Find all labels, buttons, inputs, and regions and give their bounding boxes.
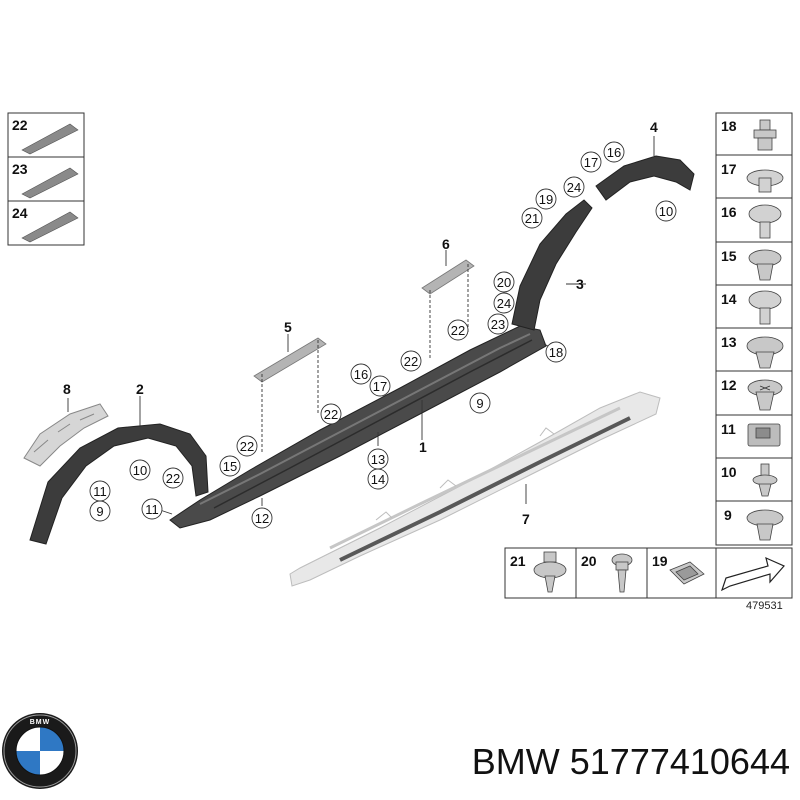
legend-left-24: 24 [12,205,28,221]
rivet-14-icon [748,290,782,325]
callout-21: 21 [525,211,539,226]
callout-18: 18 [549,345,563,360]
legend-right-18: 18 [721,118,737,134]
callout-11b: 11 [93,484,107,499]
legend-bottom-21: 21 [510,553,526,569]
legend-right-17: 17 [721,161,737,177]
callout-17b: 17 [584,155,598,170]
rivet-16-icon [748,204,782,239]
legend-right-14: 14 [721,291,737,307]
legend-right-10: 10 [721,464,737,480]
part-6-strip [421,259,475,295]
callout-22a: 22 [240,439,254,454]
part-1-side-sill [169,325,547,529]
rivet-15-icon [748,249,782,281]
callout-22d: 22 [451,323,465,338]
clip-18-icon [753,119,777,151]
circled-callout-text: 22 15 22 16 17 22 22 13 14 12 11 10 22 1… [93,145,673,526]
callout-12: 12 [255,511,269,526]
screw-12-icon [747,379,783,411]
legend-bottom-19: 19 [652,553,668,569]
callout-part-4: 4 [650,119,658,135]
callout-11a: 11 [145,502,159,517]
part-4-wheel-arch-upper [595,155,695,201]
legend-left-22: 22 [12,117,28,133]
legend-right: 18 17 16 15 14 13 12 11 10 9 [715,112,793,546]
callout-16a: 16 [354,367,368,382]
callout-22c: 22 [404,354,418,369]
callout-15: 15 [223,459,237,474]
legend-right-15: 15 [721,248,737,264]
screw-20-icon [611,553,633,593]
screw-21-icon [533,551,567,593]
callout-part-8: 8 [63,381,71,397]
callout-20: 20 [497,275,511,290]
diagram-code: 479531 [746,600,783,612]
callout-part-3: 3 [576,276,584,292]
callout-17a: 17 [373,379,387,394]
callout-13: 13 [371,452,385,467]
part-8-bracket [23,403,109,467]
clip-17-icon [746,169,784,193]
callout-9a: 9 [96,504,103,519]
callout-part-1: 1 [419,439,427,455]
caption: BMW 51777410644 [472,741,790,782]
callout-23: 23 [491,317,505,332]
callout-10a: 10 [133,463,147,478]
callout-part-2: 2 [136,381,144,397]
legend-left-23: 23 [12,161,28,177]
part-number-labels: 1 2 3 4 5 6 7 8 [63,119,658,527]
part-7-sill-cover [289,391,661,587]
legend-right-9: 9 [724,507,732,523]
callout-24b: 24 [567,180,581,195]
legend-right-16: 16 [721,204,737,220]
clip-19-icon [669,561,705,585]
circled-callouts [89,141,677,529]
legend-bottom: 21 20 19 479531 [504,547,793,612]
tape-strip-icon [21,123,79,155]
legend-bottom-20: 20 [581,553,597,569]
callout-16b: 16 [607,145,621,160]
part-2-wheel-arch-front [29,423,209,545]
callout-part-7: 7 [522,511,530,527]
part-3-wheel-arch-rear [511,199,593,331]
legend-right-11: 11 [721,421,736,437]
callout-24a: 24 [497,296,511,311]
part-5-strip [253,337,327,383]
nut-9-icon [746,509,784,541]
legend-right-12: 12 [721,377,737,393]
legend-left: 22 23 24 [7,112,85,246]
pin-10-icon [752,463,778,497]
tape-strip-icon [21,167,79,199]
bmw-logo: BMW [2,713,78,789]
direction-arrow-icon [720,556,785,592]
callout-part-6: 6 [442,236,450,252]
callout-10b: 10 [659,204,673,219]
callout-14: 14 [371,472,385,487]
callout-22e: 22 [166,471,180,486]
callout-19: 19 [539,192,553,207]
nut-clip-11-icon [747,423,781,447]
tape-strip-icon [21,211,79,243]
bmw-logo-text: BMW [30,719,51,726]
callout-9b: 9 [476,396,483,411]
legend-right-13: 13 [721,334,737,350]
callout-22b: 22 [324,407,338,422]
callout-part-5: 5 [284,319,292,335]
rivet-13-icon [746,336,784,369]
